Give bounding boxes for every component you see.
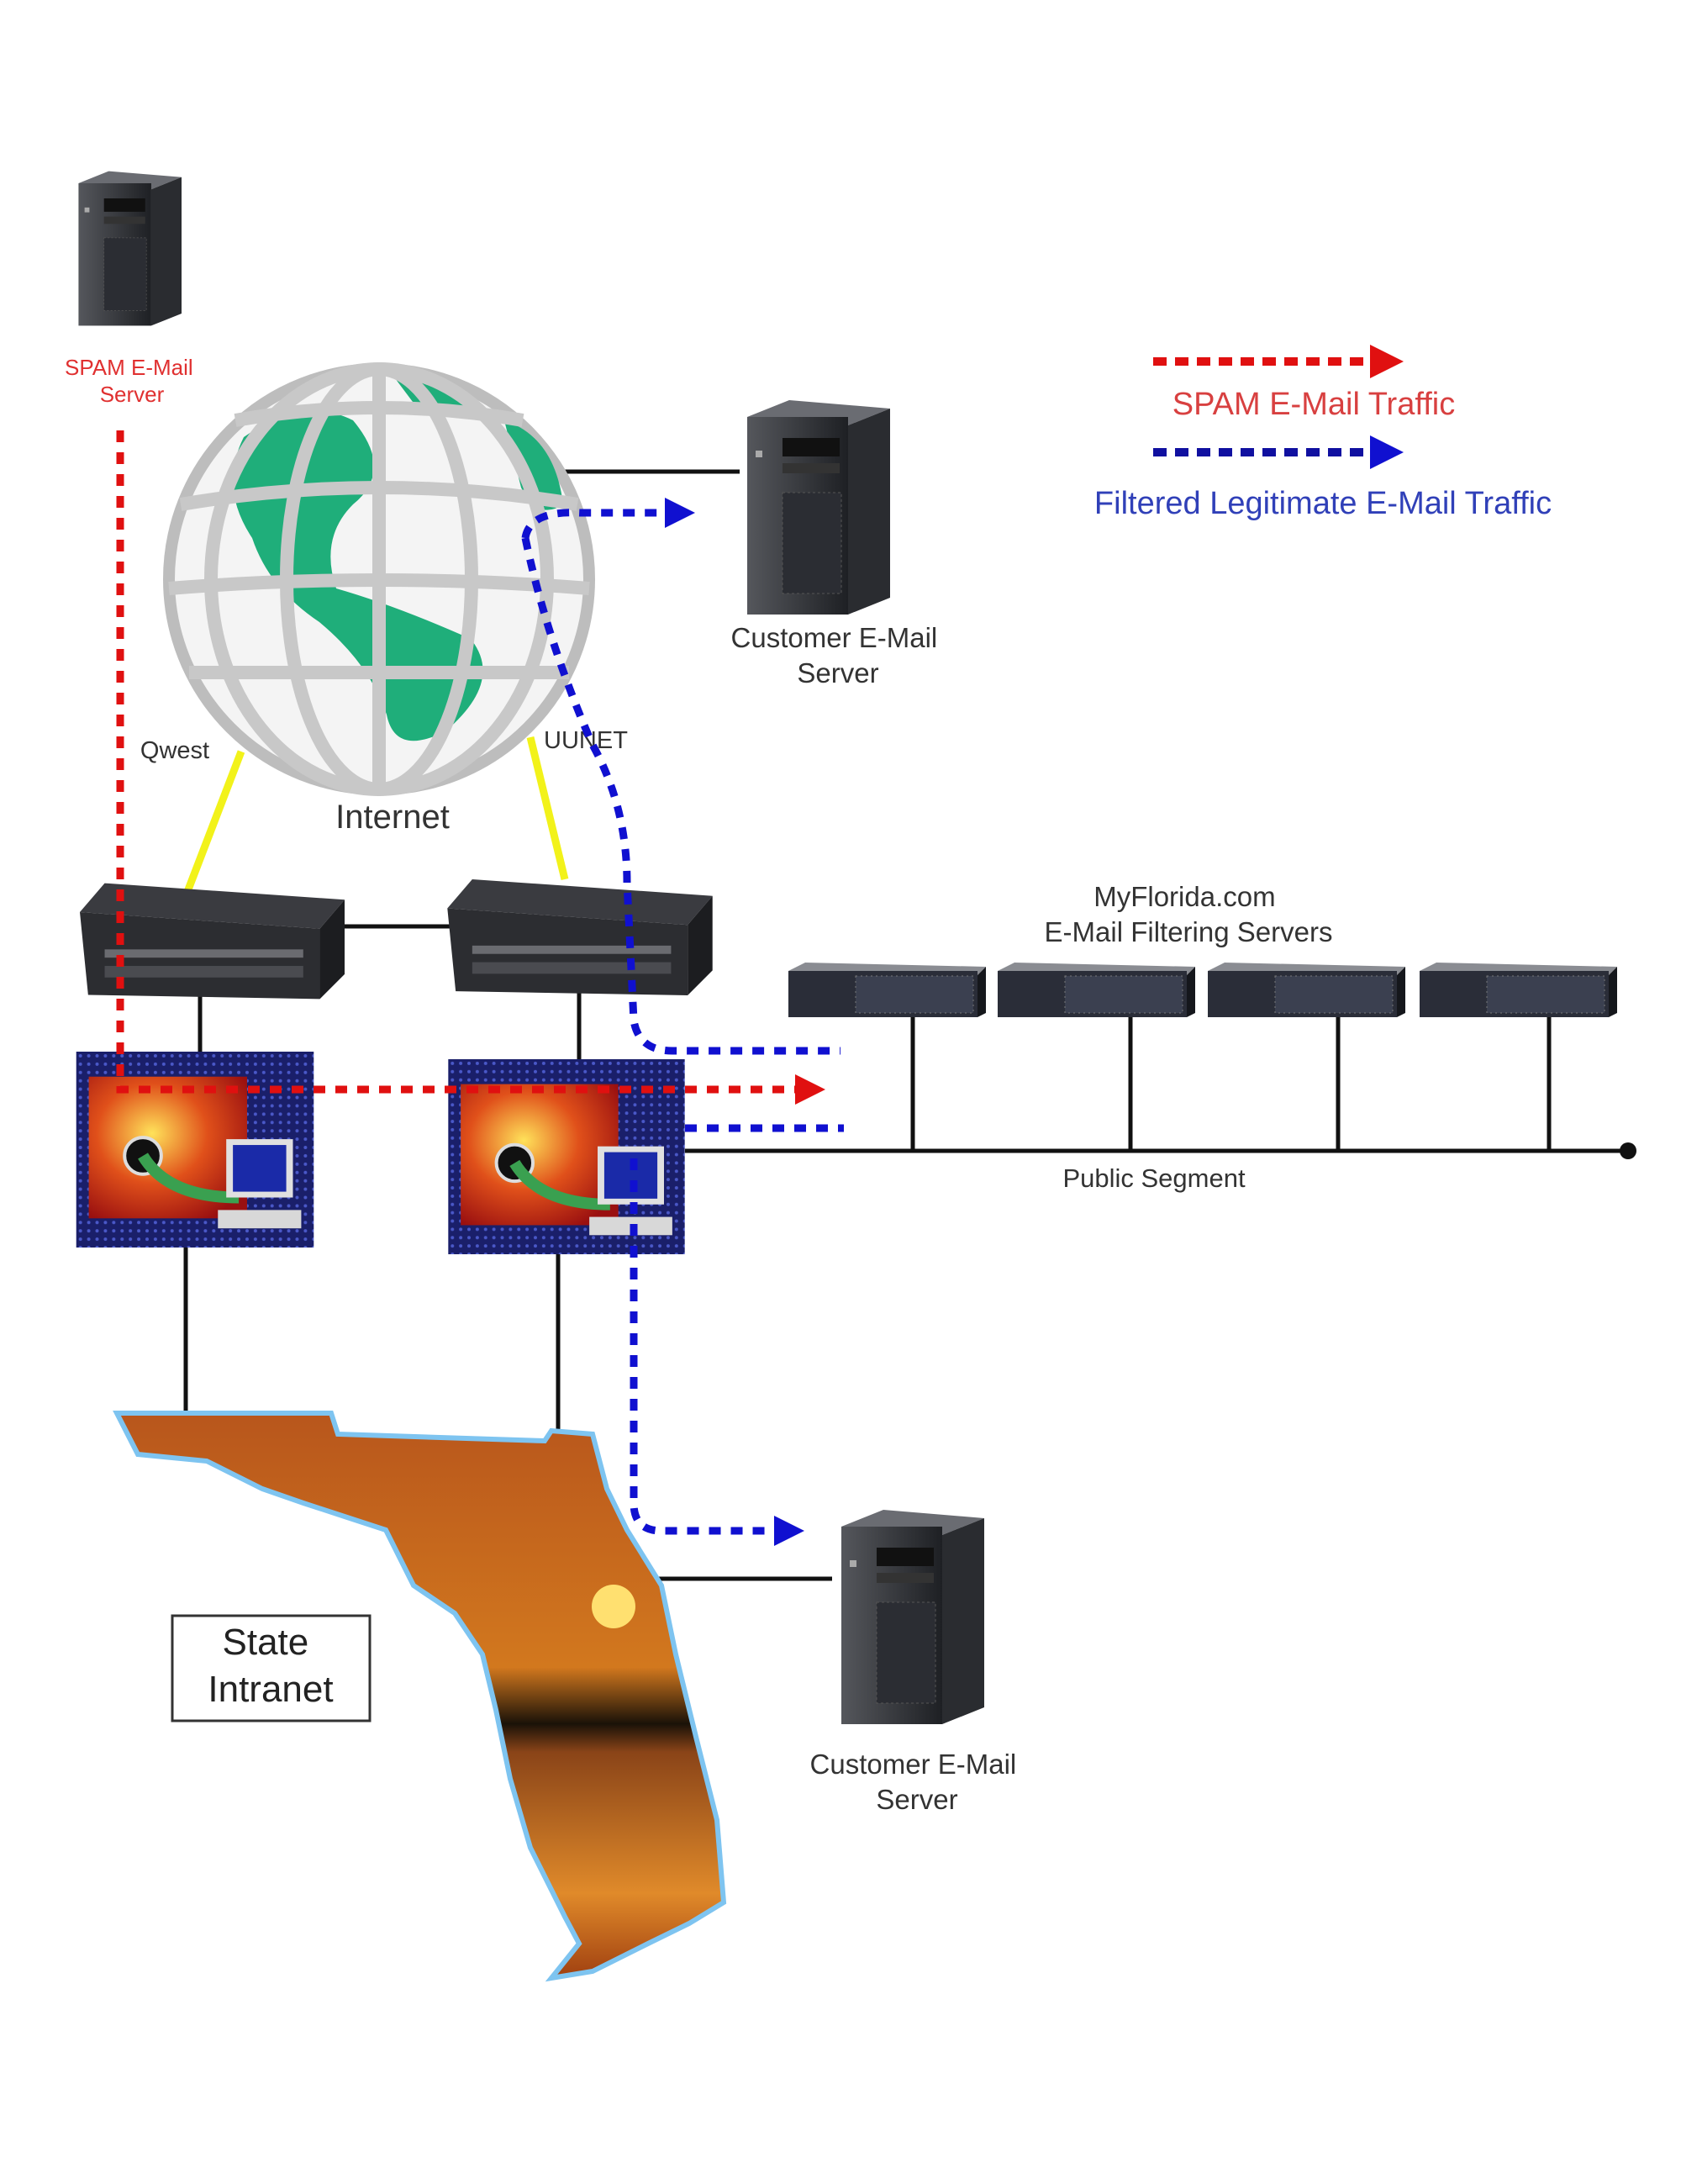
- customer-server-bottom-label-line1: Customer E-Mail: [810, 1749, 1017, 1780]
- router-right-icon: [447, 879, 713, 995]
- legit-traffic-paths: [521, 498, 844, 1546]
- isp-links: [182, 736, 569, 898]
- network-links: [183, 469, 1626, 1581]
- uunet-link: [526, 736, 569, 881]
- filtering-server-3-icon: [1208, 963, 1405, 1018]
- isp-left-label: Qwest: [140, 737, 209, 764]
- legend-spam-label: SPAM E-Mail Traffic: [1172, 387, 1455, 422]
- filtering-server-1-icon: [788, 963, 986, 1018]
- public-segment-label: Public Segment: [1062, 1163, 1246, 1193]
- filtering-server-2-icon: [998, 963, 1195, 1018]
- filtering-server-4-icon: [1419, 963, 1618, 1018]
- state-intranet-label-line2: Intranet: [208, 1669, 333, 1710]
- florida-map-icon: [113, 1411, 727, 1982]
- legend-legit-label: Filtered Legitimate E-Mail Traffic: [1094, 486, 1552, 521]
- filtering-servers-label-line2: E-Mail Filtering Servers: [1045, 916, 1333, 947]
- firewall-left-icon: [76, 1052, 314, 1248]
- legit-traffic-to-top-server: [521, 498, 695, 540]
- filtering-servers-label-line1: MyFlorida.com: [1093, 881, 1275, 912]
- state-intranet-label: State Intranet: [208, 1622, 333, 1710]
- legend: SPAM E-Mail Traffic Filtered Legitimate …: [1094, 345, 1552, 521]
- state-intranet-box: [171, 1614, 372, 1722]
- spam-traffic-path: [116, 430, 825, 1105]
- customer-server-top-label-line2: Server: [797, 657, 878, 688]
- customer-server-top-icon: [746, 400, 890, 615]
- customer-server-bottom-icon: [840, 1510, 984, 1724]
- internet-label: Internet: [335, 799, 450, 836]
- customer-server-top-label: Customer E-Mail Server: [731, 622, 946, 688]
- spam-server-label: SPAM E-Mail Server: [65, 355, 199, 407]
- customer-server-bottom-label-line2: Server: [876, 1784, 957, 1815]
- spam-server-icon: [78, 171, 182, 326]
- state-intranet-label-line1: State: [223, 1622, 309, 1663]
- qwest-link: [182, 750, 245, 898]
- customer-server-bottom-label: Customer E-Mail Server: [810, 1749, 1025, 1815]
- spam-server-label-line1: SPAM E-Mail: [65, 355, 193, 380]
- spam-server-label-line2: Server: [100, 382, 165, 407]
- filtering-servers-label: MyFlorida.com E-Mail Filtering Servers: [1045, 881, 1333, 947]
- internet-globe-icon: [163, 362, 595, 796]
- bus-terminator: [1620, 1142, 1636, 1159]
- customer-server-top-label-line1: Customer E-Mail: [731, 622, 938, 653]
